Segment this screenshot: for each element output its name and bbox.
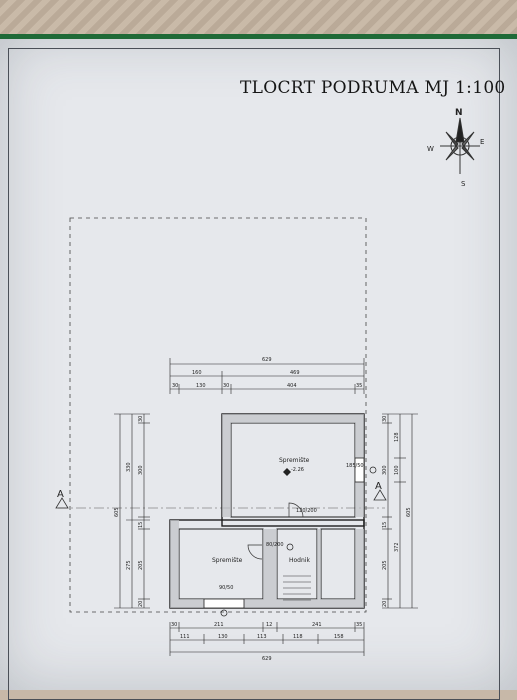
dim-left: 205 bbox=[138, 560, 144, 570]
window-bottom bbox=[203, 598, 245, 609]
right-dimension-labels: 30 300 15 205 20 128 100 372 605 bbox=[382, 416, 412, 607]
dim-top: 35 bbox=[356, 383, 362, 389]
room-upper-name: Spremište bbox=[279, 457, 310, 464]
compass-rose-icon bbox=[440, 117, 480, 174]
door-marker-icon bbox=[286, 543, 294, 551]
dim-bottom: 130 bbox=[218, 634, 228, 640]
window-marker-bottom-icon bbox=[220, 609, 228, 617]
dim-left: 20 bbox=[138, 601, 144, 607]
dim-right: 128 bbox=[394, 432, 400, 442]
top-dimension-lines bbox=[169, 358, 365, 394]
dim-left: 330 bbox=[126, 462, 132, 472]
dim-bottom: 118 bbox=[293, 634, 303, 640]
section-mark-left: A bbox=[57, 489, 64, 500]
dim-left: 275 bbox=[126, 560, 132, 570]
dim-bottom: 241 bbox=[312, 622, 322, 628]
room-upper-level: -2.26 bbox=[291, 467, 304, 473]
dim-left: 15 bbox=[138, 522, 144, 528]
dim-right: 15 bbox=[382, 522, 388, 528]
dim-top: 130 bbox=[196, 383, 206, 389]
window-right bbox=[354, 457, 365, 483]
opening-label: 80/200 bbox=[266, 542, 284, 548]
dim-bottom: 158 bbox=[334, 634, 344, 640]
sheet-edge bbox=[0, 34, 517, 39]
compass-east-label: E bbox=[480, 138, 484, 146]
compass-north-label: N bbox=[455, 108, 463, 118]
dim-bottom: 111 bbox=[180, 634, 190, 640]
drawing-title: TLOCRT PODRUMA MJ 1:100 bbox=[240, 78, 506, 98]
dim-top: 30 bbox=[223, 383, 229, 389]
plot-outline bbox=[69, 217, 367, 613]
door-swing-lower bbox=[247, 544, 263, 560]
window-marker-right-icon bbox=[369, 466, 377, 474]
section-arrow-right-icon bbox=[373, 489, 387, 501]
dim-right: 100 bbox=[394, 465, 400, 475]
door-swing-upper bbox=[288, 502, 304, 518]
dim-right: 300 bbox=[382, 465, 388, 475]
dim-bottom: 30 bbox=[171, 622, 177, 628]
dim-bottom: 211 bbox=[214, 622, 224, 628]
level-marker-icon bbox=[283, 468, 291, 476]
opening-label: 90/50 bbox=[219, 585, 233, 591]
dim-right: 605 bbox=[406, 507, 412, 517]
bottom-dimension-lines bbox=[169, 622, 365, 656]
dim-top: 160 bbox=[192, 370, 202, 376]
background-texture bbox=[0, 0, 517, 40]
room-lower-left-name: Spremište bbox=[212, 557, 243, 564]
dim-right: 372 bbox=[394, 542, 400, 552]
opening-label: 185/50 bbox=[346, 463, 364, 469]
left-dimension-lines bbox=[114, 413, 150, 609]
dim-bottom: 113 bbox=[257, 634, 267, 640]
dim-bottom: 12 bbox=[266, 622, 272, 628]
left-dimension-labels: 605 330 275 30 300 15 205 20 bbox=[114, 416, 144, 607]
dim-right: 20 bbox=[382, 601, 388, 607]
dim-right: 205 bbox=[382, 560, 388, 570]
dim-left: 300 bbox=[138, 465, 144, 475]
section-arrow-left-icon bbox=[55, 497, 69, 509]
wall-fill bbox=[170, 414, 364, 608]
dim-top: 30 bbox=[172, 383, 178, 389]
dim-bottom: 35 bbox=[356, 622, 362, 628]
stairs bbox=[283, 575, 311, 601]
dim-bottom-total: 629 bbox=[262, 656, 272, 662]
compass-west-label: W bbox=[427, 145, 434, 153]
dim-top: 469 bbox=[290, 370, 300, 376]
right-dimension-lines bbox=[382, 413, 418, 609]
compass-south-label: S bbox=[461, 180, 466, 188]
dim-top: 404 bbox=[287, 383, 297, 389]
dim-right: 30 bbox=[382, 416, 388, 422]
section-mark-right: A bbox=[375, 481, 382, 492]
paper-sheet bbox=[0, 34, 517, 690]
dim-left: 605 bbox=[114, 507, 120, 517]
room-corridor-name: Hodnik bbox=[289, 557, 310, 564]
dim-top-total: 629 bbox=[262, 357, 272, 363]
dim-left: 30 bbox=[138, 416, 144, 422]
opening-label: 120/200 bbox=[296, 508, 317, 514]
